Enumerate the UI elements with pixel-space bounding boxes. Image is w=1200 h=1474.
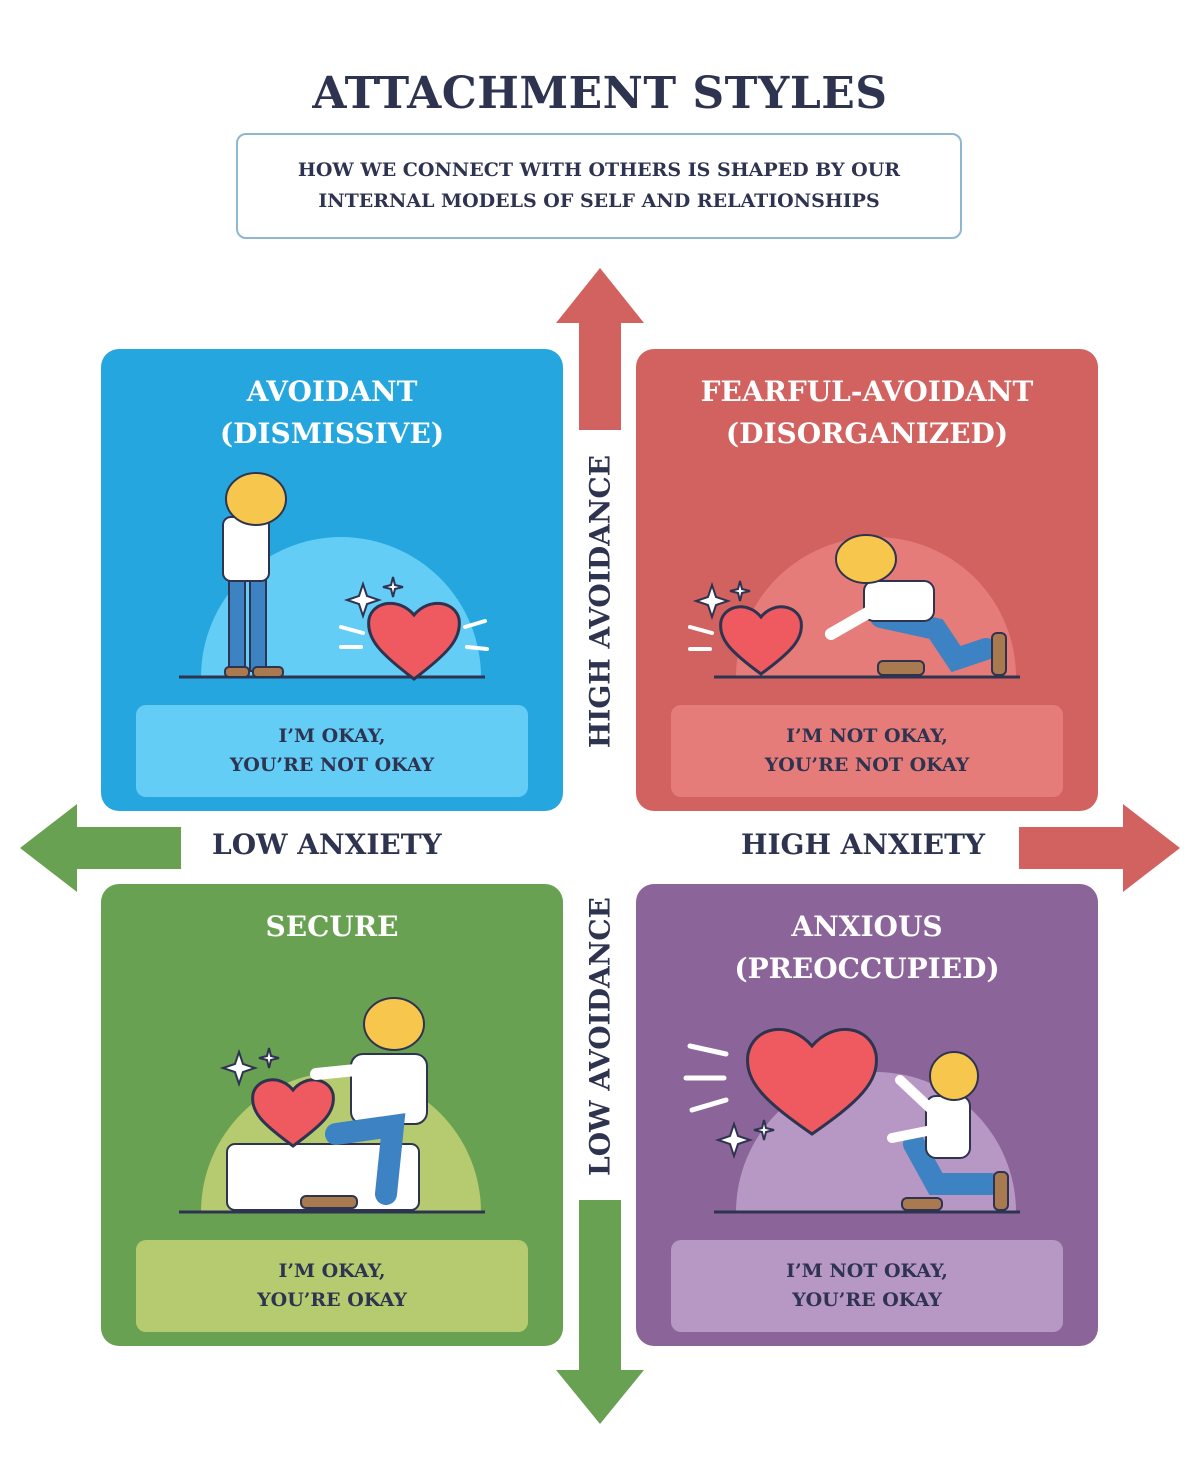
- sparkle-icon: [219, 1048, 259, 1088]
- anxious-caption: I’M NOT OKAY, YOU’RE OKAY: [671, 1240, 1063, 1332]
- secure-illustration: [179, 997, 485, 1214]
- avoidant-caption: I’M OKAY, YOU’RE NOT OKAY: [136, 705, 528, 797]
- quadrant-avoidant: AVOIDANT (DISMISSIVE) I’M OKAY, YOU’RE N…: [101, 349, 563, 811]
- avoidant-illustration: [179, 472, 489, 681]
- secure-title: SECURE: [265, 910, 399, 943]
- quadrant-secure: SECURE I’M OKAY, YOU’RE OKAY: [101, 884, 563, 1346]
- quadrant-fearful-avoidant: FEARFUL-AVOIDANT (DISORGANIZED) I’M NOT …: [636, 349, 1098, 811]
- person-icon: [300, 997, 428, 1209]
- avoidant-title: AVOIDANT (DISMISSIVE): [219, 375, 445, 450]
- high-anxiety-label: HIGH ANXIETY: [741, 828, 985, 861]
- person-icon: [222, 472, 287, 678]
- heart-icon: [746, 1028, 878, 1136]
- arrow-left-icon: [20, 804, 181, 892]
- person-icon: [887, 1051, 1009, 1211]
- heart-icon: [367, 601, 461, 681]
- high-avoidance-label: HIGH AVOIDANCE: [583, 454, 617, 749]
- fearful-caption: I’M NOT OKAY, YOU’RE NOT OKAY: [671, 705, 1063, 797]
- quadrant-anxious: ANXIOUS (PREOCCUPIED) I’M NOT OKAY, YOU’…: [636, 884, 1098, 1346]
- low-avoidance-label: LOW AVOIDANCE: [583, 897, 617, 1176]
- fearful-title: FEARFUL-AVOIDANT (DISORGANIZED): [700, 375, 1034, 450]
- person-icon: [825, 534, 1007, 676]
- fearful-illustration: [688, 534, 1020, 679]
- arrow-right-icon: [1019, 804, 1180, 892]
- arrow-up-icon: [556, 268, 644, 430]
- low-anxiety-label: LOW ANXIETY: [212, 828, 442, 861]
- anxious-title: ANXIOUS (PREOCCUPIED): [734, 910, 1000, 985]
- secure-caption: I’M OKAY, YOU’RE OKAY: [136, 1240, 528, 1332]
- sparkle-icon: [343, 580, 383, 620]
- heart-icon: [719, 605, 803, 676]
- arrow-down-icon: [556, 1200, 644, 1424]
- anxious-illustration: [683, 1028, 1020, 1214]
- sparkle-icon: [714, 1120, 754, 1160]
- sparkle-icon: [692, 581, 732, 621]
- heart-icon: [251, 1078, 335, 1148]
- subtitle-box: HOW WE CONNECT WITH OTHERS IS SHAPED BY …: [236, 133, 962, 239]
- page-title: ATTACHMENT STYLES: [312, 68, 888, 119]
